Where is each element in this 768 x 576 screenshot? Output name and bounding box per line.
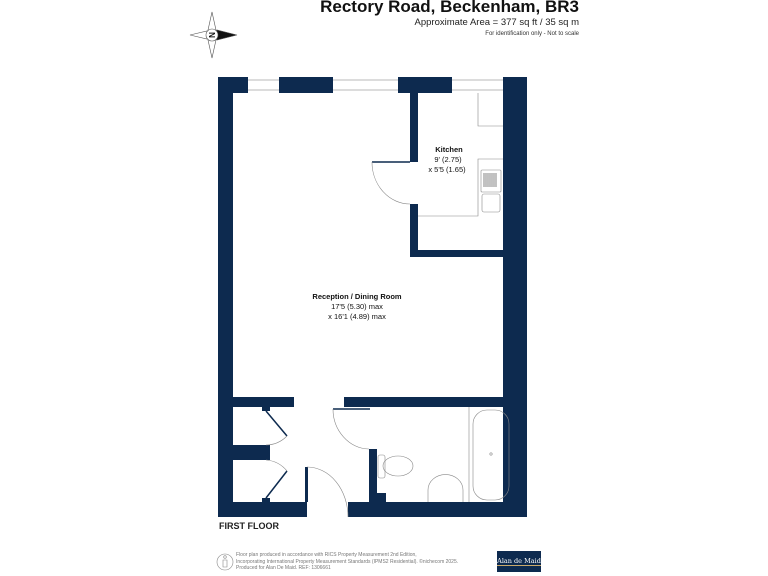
bath-icon — [472, 409, 510, 501]
windows — [248, 79, 503, 91]
property-title: Rectory Road, Beckenham, BR3 — [320, 0, 579, 16]
hob-icon — [480, 169, 502, 193]
svg-text:x 5'5 (1.65): x 5'5 (1.65) — [428, 165, 466, 174]
fixtures — [377, 93, 510, 502]
floor-label: FIRST FLOOR — [219, 521, 279, 531]
approximate-area: Approximate Area = 377 sq ft / 35 sq m — [414, 17, 580, 28]
svg-text:9' (2.75): 9' (2.75) — [434, 155, 462, 164]
agent-logo: Alan de Maid — [497, 551, 541, 572]
toilet-icon — [377, 454, 414, 479]
svg-text:Reception / Dining Room: Reception / Dining Room — [312, 292, 401, 301]
reception-label: Reception / Dining Room 17'5 (5.30) max … — [312, 292, 401, 321]
agent-logo-text: Alan de Maid — [497, 557, 541, 566]
compass-label: N — [208, 32, 217, 38]
sink-icon — [481, 193, 501, 213]
footer-disclaimer: Floor plan produced in accordance with R… — [236, 552, 486, 572]
doors — [265, 161, 411, 518]
accessibility-icon — [216, 553, 234, 571]
svg-text:Kitchen: Kitchen — [435, 145, 463, 154]
footer-line: Incorporating International Property Mea… — [236, 558, 459, 565]
basin-icon — [427, 474, 464, 502]
walls — [218, 77, 527, 517]
svg-text:17'5 (5.30) max: 17'5 (5.30) max — [331, 302, 383, 311]
footer-line: Produced for Alan De Maid. REF: 1306661 — [236, 565, 331, 571]
svg-text:x 16'1 (4.89) max: x 16'1 (4.89) max — [328, 312, 386, 321]
scale-note: For identification only - Not to scale — [485, 31, 579, 37]
compass-icon: N — [189, 11, 238, 59]
kitchen-label: Kitchen 9' (2.75) x 5'5 (1.65) — [428, 145, 466, 174]
footer-line: Floor plan produced in accordance with R… — [236, 552, 417, 558]
